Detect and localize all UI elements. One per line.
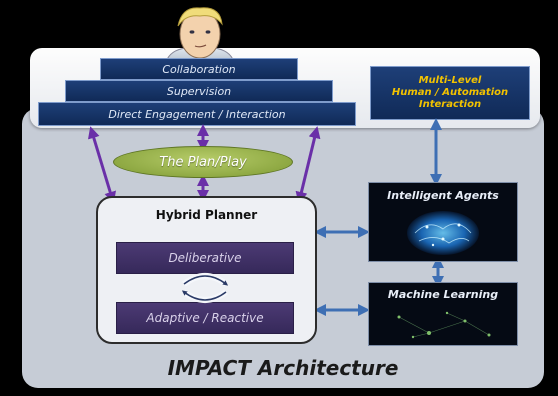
adaptive-reactive-label: Adaptive / Reactive: [146, 311, 264, 325]
network-graph-icon: [397, 311, 491, 339]
collaboration-step: Collaboration: [100, 58, 298, 80]
arrow-right-diagonal: [295, 126, 321, 204]
multi-level-box: Multi-Level Human / Automation Interacti…: [370, 66, 530, 120]
deliberative-box: Deliberative: [116, 242, 294, 274]
plan-play-label: The Plan/Play: [159, 154, 247, 170]
multi-level-line3: Interaction: [418, 99, 482, 110]
deliberative-label: Deliberative: [168, 251, 242, 265]
machine-learning-box: Machine Learning: [368, 282, 518, 346]
direct-engagement-step: Direct Engagement / Interaction: [38, 102, 356, 126]
multi-level-line2: Human / Automation: [391, 87, 509, 98]
plan-play-ellipse: The Plan/Play: [113, 146, 293, 178]
diagram-title: IMPACT Architecture: [167, 356, 399, 380]
neural-brain-icon: [407, 211, 479, 255]
collaboration-label: Collaboration: [162, 62, 236, 76]
machine-learning-label: Machine Learning: [387, 288, 499, 301]
hybrid-planner-title: Hybrid Planner: [155, 208, 258, 222]
intelligent-agents-label: Intelligent Agents: [387, 189, 499, 202]
arrow-left-diagonal: [87, 126, 117, 204]
supervision-step: Supervision: [65, 80, 333, 102]
supervision-label: Supervision: [166, 84, 232, 98]
adaptive-reactive-box: Adaptive / Reactive: [116, 302, 294, 334]
intelligent-agents-box: Intelligent Agents: [368, 182, 518, 262]
multi-level-line1: Multi-Level: [418, 75, 482, 86]
direct-engagement-label: Direct Engagement / Interaction: [108, 107, 286, 121]
